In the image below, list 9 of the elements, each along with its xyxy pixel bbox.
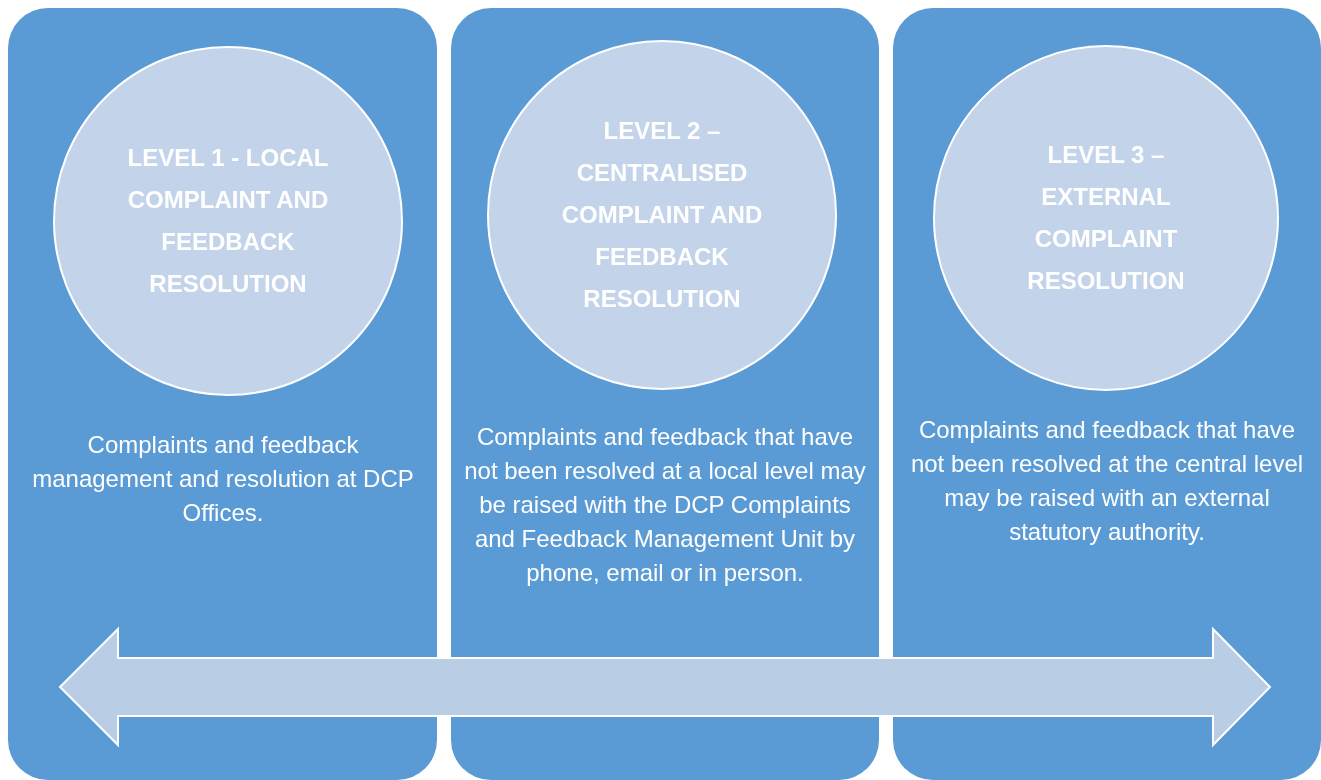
level-panel [8, 8, 437, 780]
level-description: Complaints and feedback management and resolution at DCP Offices. [31, 430, 415, 528]
level-panel [451, 8, 879, 780]
level-title: LEVEL 1 - LOCAL COMPLAINT AND FEEDBACK RESOLUTION [126, 143, 330, 299]
level-title: LEVEL 2 – CENTRALISED COMPLAINT AND FEEDBACK RESOLUTION [560, 116, 764, 314]
level-description: Complaints and feedback that have not been resolved at the central level may be raised with an external statutory authority. [909, 415, 1305, 547]
level-panel [893, 8, 1321, 780]
level-title: LEVEL 3 – EXTERNAL COMPLAINT RESOLUTION [1026, 140, 1186, 296]
level-description: Complaints and feedback that have not been resolved at a local level may be raised with the DCP Complaints and Feedback Management Unit by phone, email or in person. [463, 422, 867, 588]
